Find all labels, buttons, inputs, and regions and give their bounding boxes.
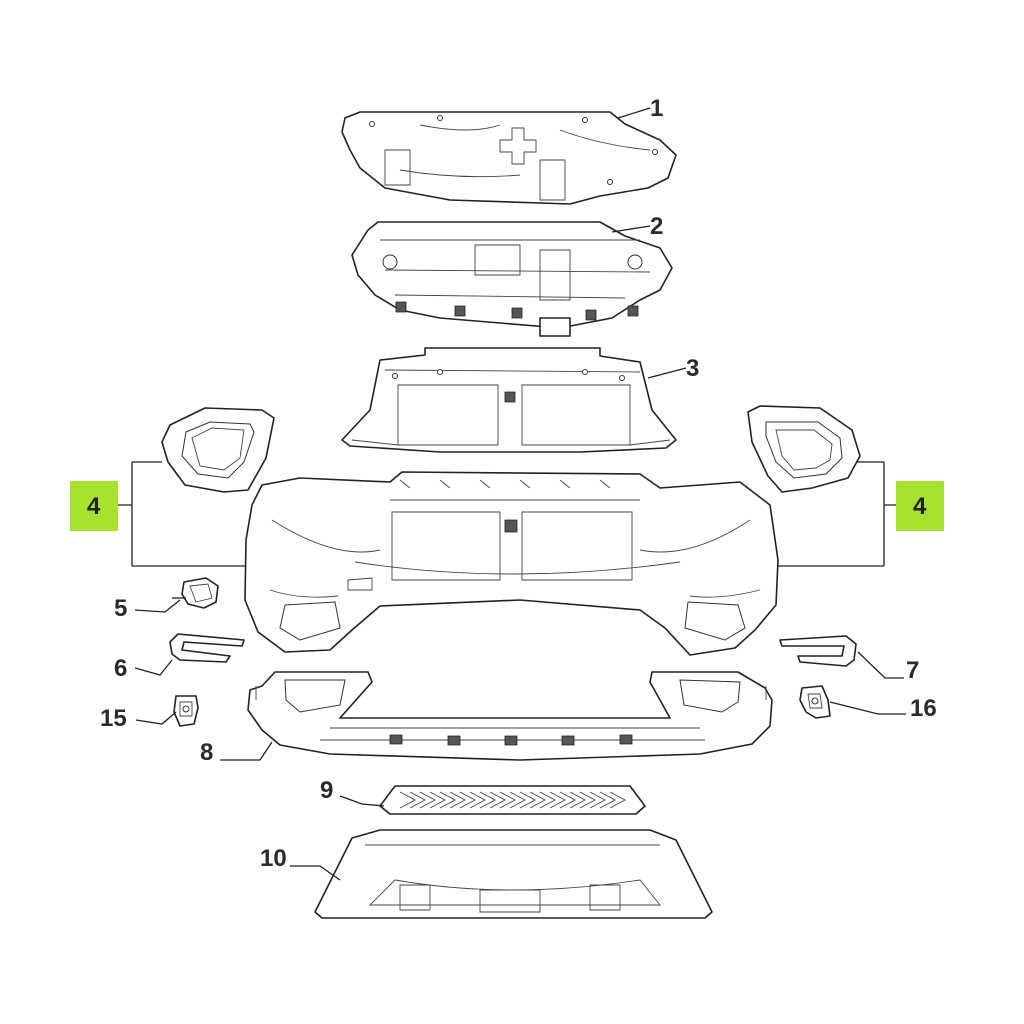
part-4-right-bezel-frame[interactable] [747, 405, 861, 493]
leader-9 [339, 795, 385, 807]
leader-6 [134, 659, 173, 676]
leader-1 [617, 107, 651, 119]
callout-3: 3 [686, 355, 699, 382]
callout-10: 10 [260, 845, 287, 872]
leader-8 [220, 741, 273, 761]
part-5-tow-hook-cover[interactable] [172, 577, 219, 609]
leader-15 [135, 711, 177, 725]
callout-7: 7 [906, 657, 919, 684]
callout-4-right: 4 [913, 493, 927, 520]
leader-16 [829, 701, 906, 715]
callout-6: 6 [114, 655, 127, 682]
part-7-right-lower-trim[interactable] [779, 635, 857, 667]
part-1-upper-shield[interactable] [341, 111, 677, 205]
leader-3 [647, 367, 687, 379]
callout-8: 8 [200, 739, 213, 766]
callout-4-left: 4 [87, 493, 101, 520]
leader-5 [134, 599, 181, 613]
leader-4-right [778, 461, 896, 567]
callout-4-right-highlight [896, 481, 944, 531]
callout-5: 5 [114, 595, 127, 622]
part-9-lower-grille[interactable] [379, 785, 646, 815]
part-16-right-bracket[interactable] [799, 685, 831, 719]
callout-2: 2 [650, 213, 663, 240]
part-3-grille-frame[interactable] [341, 347, 677, 453]
leader-10 [290, 865, 341, 881]
callout-15: 15 [100, 705, 127, 732]
callout-1: 1 [650, 95, 663, 122]
part-4-left-bezel-frame[interactable] [161, 407, 275, 493]
callout-16: 16 [910, 695, 937, 722]
leader-4-left [118, 461, 246, 567]
leader-2 [611, 225, 651, 233]
leader-lines [118, 107, 906, 881]
part-15-left-bracket[interactable] [173, 695, 199, 727]
callout-9: 9 [320, 777, 333, 804]
part-6-left-lower-trim[interactable] [169, 633, 245, 663]
callout-4-left-highlight [70, 481, 118, 531]
part-4-bumper-cover[interactable] [244, 471, 779, 656]
part-2-carrier-frame[interactable] [351, 221, 673, 337]
part-10-skid-plate[interactable] [314, 829, 713, 919]
part-8-lower-bumper[interactable] [247, 671, 773, 761]
leader-7 [857, 651, 904, 679]
